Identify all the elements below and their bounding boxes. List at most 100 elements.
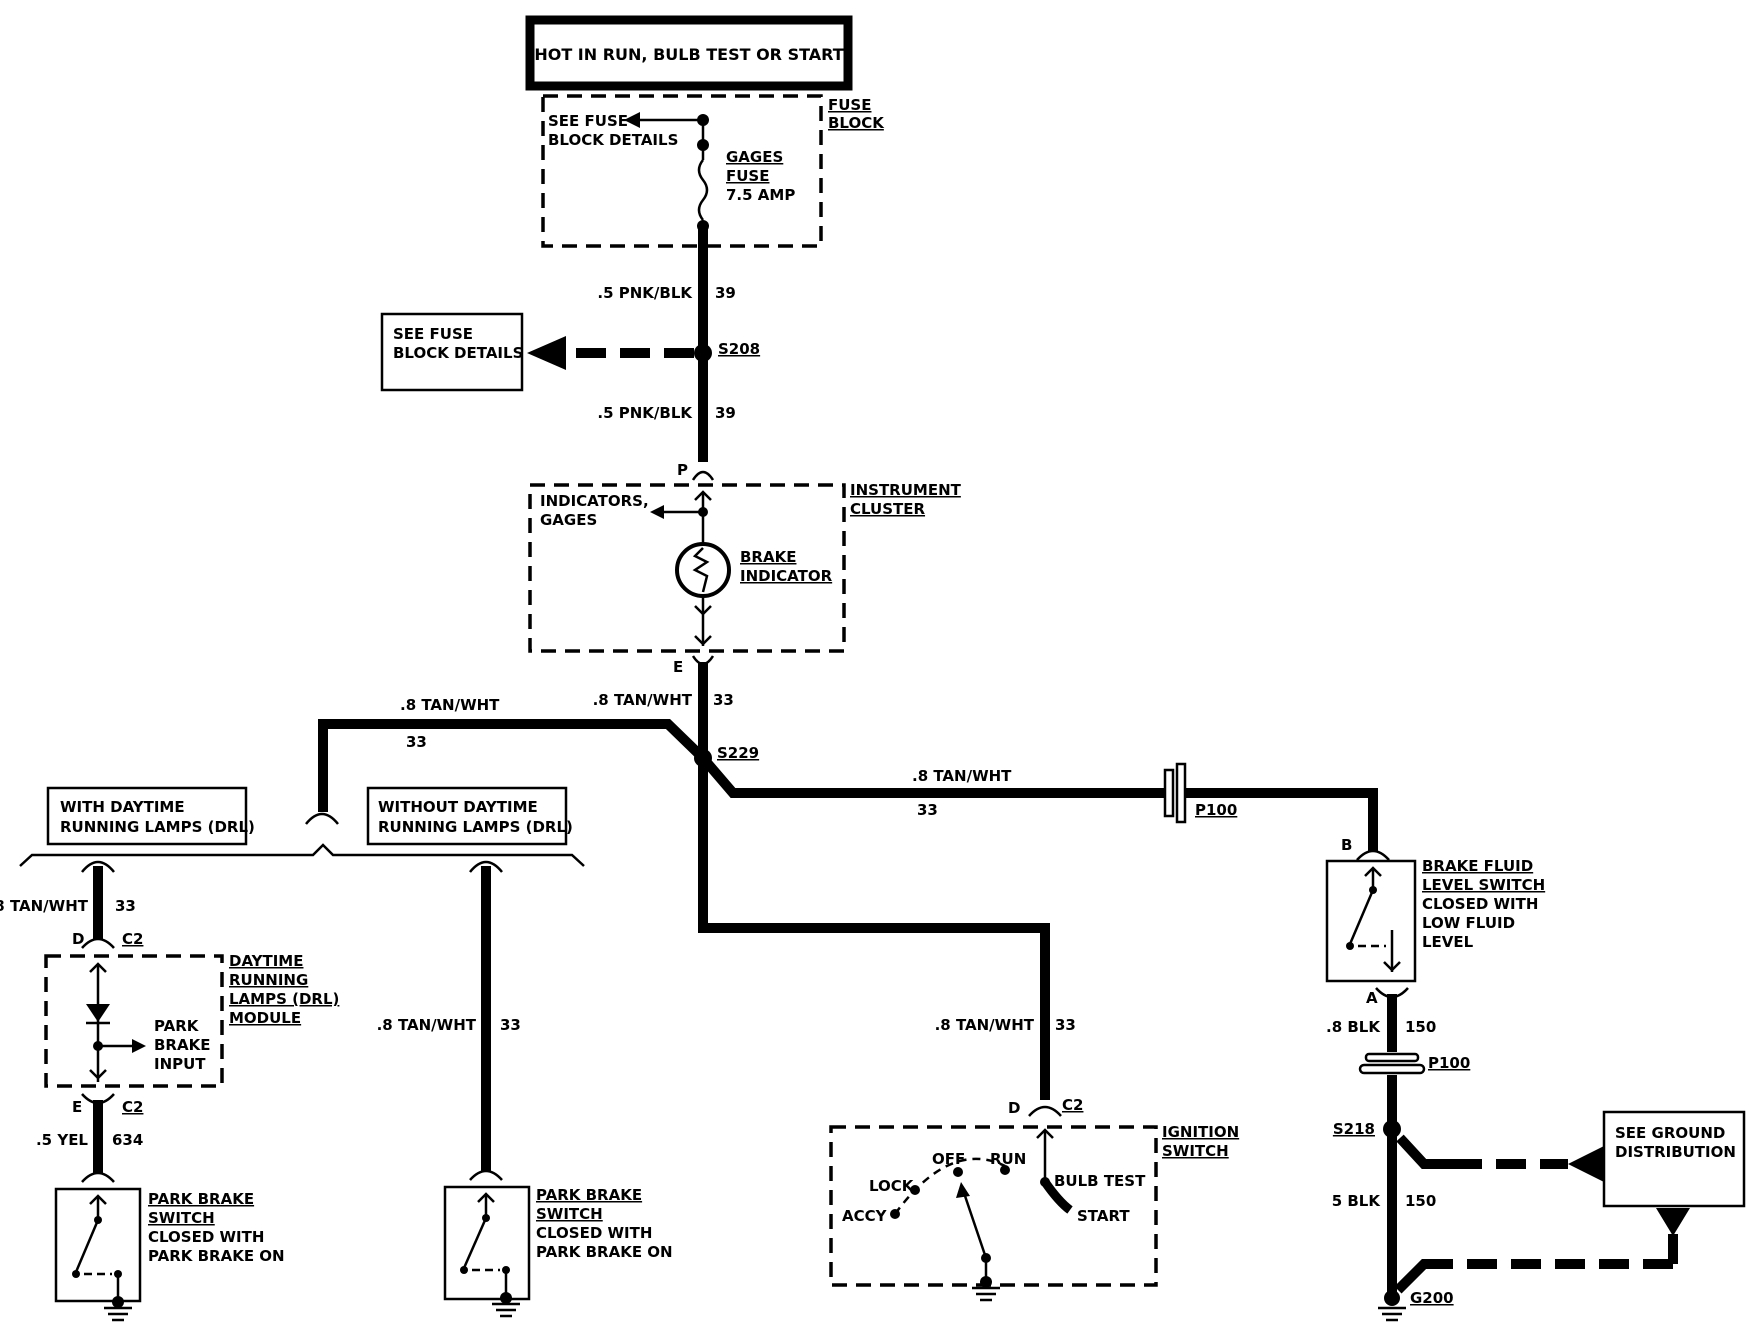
fuse-icon (697, 159, 709, 221)
drl-module-outline (44, 954, 224, 1088)
indicators-label-1: INDICATORS, (540, 492, 649, 510)
connector-icon (469, 860, 503, 873)
p100-bottom-label: P100 (1428, 1054, 1470, 1072)
p100-bottom-connector: P100 (1358, 1052, 1470, 1075)
ground-box-line-1: SEE GROUND (1615, 1124, 1725, 1142)
instrument-cluster: P INSTRUMENT CLUSTER INDICATORS, GAGES B… (528, 461, 962, 676)
fluid-switch-line-4: LOW FLUID (1422, 914, 1515, 932)
brake-indicator-label-1: BRAKE (740, 548, 796, 566)
splice-s229-label: S229 (717, 744, 759, 762)
wire-634-color: .5 YEL (36, 1131, 88, 1149)
wire-150-a-number: 150 (1405, 1018, 1436, 1036)
wire-33-fluid-switch (1185, 788, 1378, 852)
brake-indicator-label-2: INDICATOR (740, 567, 833, 585)
drl-input-3: INPUT (154, 1055, 206, 1073)
position-arc (893, 1157, 1006, 1215)
fuse-see-details-2: BLOCK DETAILS (548, 131, 678, 149)
see-fuse-details-box: SEE FUSE BLOCK DETAILS (380, 312, 523, 392)
arrow-left-icon (527, 336, 566, 370)
ground-icon (492, 1302, 520, 1318)
ign-conn-d: D (1008, 1099, 1020, 1117)
wire-634-number: 634 (112, 1131, 143, 1149)
ign-pos-bulb-test: BULB TEST (1054, 1172, 1146, 1190)
fuse-name-1: GAGES (726, 148, 783, 166)
connector-b-icon (1356, 849, 1390, 861)
wire-33-left-color: .8 TAN/WHT (0, 897, 89, 915)
connector-p-icon (691, 470, 715, 481)
wire-39-b-color: .5 PNK/BLK (597, 404, 693, 422)
ign-pos-lock: LOCK (869, 1177, 915, 1195)
ign-pos-off: OFF (932, 1150, 965, 1168)
drl-input-2: BRAKE (154, 1036, 210, 1054)
fuse-block: FUSE BLOCK SEE FUSE BLOCK DETAILS GAGES … (541, 94, 885, 248)
power-source-label: HOT IN RUN, BULB TEST OR START (534, 45, 843, 64)
start-contact (1041, 1179, 1073, 1214)
arrow-left-icon (624, 112, 640, 128)
wire-33-ign-number: 33 (1055, 1016, 1076, 1034)
wire-39-b-number: 39 (715, 404, 736, 422)
ignition-title-2: SWITCH (1162, 1142, 1229, 1160)
splice-s218-label: S218 (1333, 1120, 1375, 1138)
connector-icon (81, 1171, 115, 1183)
fuse-rating: 7.5 AMP (726, 186, 795, 204)
p100-top-label: P100 (1195, 801, 1237, 819)
fluid-switch-line-1: BRAKE FLUID (1422, 857, 1533, 875)
drl-title-2: RUNNING (229, 971, 308, 989)
connector-d-icon (1028, 1105, 1062, 1117)
park-switch-no-drl-line-2: SWITCH (536, 1205, 603, 1223)
wire-33-mid-color: .8 TAN/WHT (377, 1016, 477, 1034)
without-drl-line-2: RUNNING LAMPS (DRL) (378, 818, 573, 836)
fuse-block-title-1: FUSE (828, 96, 871, 114)
arrow-left-icon (650, 505, 664, 519)
park-switch-no-drl-line-3: CLOSED WITH (536, 1224, 652, 1242)
arrow-down-icon (1656, 1208, 1690, 1236)
connector-option-icon (305, 812, 339, 825)
ign-pos-run: RUN (990, 1150, 1026, 1168)
drl-conn-e: E (72, 1098, 82, 1116)
wire-33-ignition-branch (698, 758, 1050, 1100)
park-switch-drl-line-2: SWITCH (148, 1209, 215, 1227)
fluid-switch-line-2: LEVEL SWITCH (1422, 876, 1545, 894)
brake-fluid-level-switch: BRAKE FLUID LEVEL SWITCH CLOSED WITH LOW… (1325, 857, 1545, 983)
wire-150-b-number: 150 (1405, 1192, 1436, 1210)
see-ground-distribution-box: SEE GROUND DISTRIBUTION (1602, 1110, 1746, 1208)
cluster-title-1: INSTRUMENT (850, 481, 962, 499)
arrow-left-icon (1568, 1146, 1604, 1182)
ground-link-upper (1396, 1134, 1452, 1169)
ignition-switch: IGNITION SWITCH OFF RUN LOCK BULB TEST A… (829, 1123, 1239, 1302)
ign-conn-c2: C2 (1062, 1096, 1083, 1114)
without-drl-line-1: WITHOUT DAYTIME (378, 798, 538, 816)
wire-150-a-color: .8 BLK (1326, 1018, 1381, 1036)
fluid-switch-line-5: LEVEL (1422, 933, 1474, 951)
with-drl-line-2: RUNNING LAMPS (DRL) (60, 818, 255, 836)
wire-33-p100-color: .8 TAN/WHT (912, 767, 1012, 785)
wire-150-b-color: 5 BLK (1332, 1192, 1382, 1210)
drl-title-4: MODULE (229, 1009, 301, 1027)
ign-pos-start: START (1077, 1207, 1130, 1225)
ignition-arm (961, 1189, 988, 1259)
connector-icon (81, 860, 115, 873)
ignition-title-1: IGNITION (1162, 1123, 1239, 1141)
with-drl-line-1: WITH DAYTIME (60, 798, 185, 816)
option-split-bar (19, 843, 585, 867)
wire-33-ign-color: .8 TAN/WHT (935, 1016, 1035, 1034)
wire-33-p100-branch (699, 754, 1165, 798)
drl-conn-d: D (72, 930, 84, 948)
park-brake-switch-no-drl: PARK BRAKE SWITCH CLOSED WITH PARK BRAKE… (443, 1185, 673, 1318)
indicators-label-2: GAGES (540, 511, 597, 529)
drl-title-3: LAMPS (DRL) (229, 990, 339, 1008)
fluid-conn-a: A (1366, 989, 1378, 1007)
wire-33-drl-branch (318, 719, 707, 812)
see-fuse-line-2: BLOCK DETAILS (393, 344, 523, 362)
see-fuse-line-1: SEE FUSE (393, 325, 473, 343)
ground-box-line-2: DISTRIBUTION (1615, 1143, 1736, 1161)
park-brake-switch-drl: PARK BRAKE SWITCH CLOSED WITH PARK BRAKE… (54, 1187, 285, 1322)
connector-e-label: E (673, 658, 683, 676)
fuse-block-title-2: BLOCK (828, 114, 885, 132)
park-switch-no-drl-line-1: PARK BRAKE (536, 1186, 642, 1204)
fuse-see-details-1: SEE FUSE (548, 112, 628, 130)
drl-conn-c2-a: C2 (122, 930, 143, 948)
park-switch-no-drl-line-4: PARK BRAKE ON (536, 1243, 673, 1261)
fuse-name-2: FUSE (726, 167, 769, 185)
